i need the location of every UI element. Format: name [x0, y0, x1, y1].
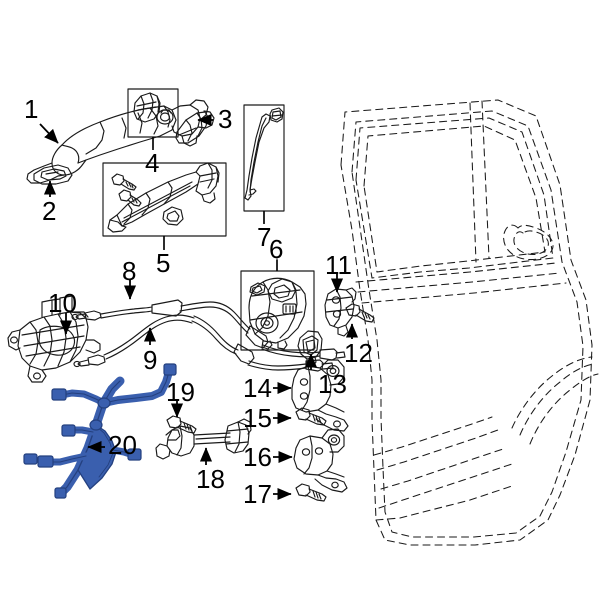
callout-label-19[interactable]: 19	[166, 377, 195, 407]
arrow-1	[39, 123, 59, 144]
callout-label-1[interactable]: 1	[24, 94, 39, 124]
part-lower-hinge-bolt	[295, 483, 327, 502]
callout-label-9[interactable]: 9	[143, 345, 158, 375]
callout-label-6[interactable]: 6	[269, 234, 284, 264]
callout-label-18[interactable]: 18	[196, 464, 225, 494]
callout-label-16[interactable]: 16	[243, 442, 272, 472]
callout-label-5[interactable]: 5	[156, 248, 171, 278]
callout-label-10[interactable]: 10	[48, 288, 77, 318]
part-handle-cap	[33, 164, 73, 185]
callout-label-4[interactable]: 4	[145, 148, 160, 178]
part-upper-hinge-bolt	[295, 407, 327, 426]
callout-label-2[interactable]: 2	[42, 196, 57, 226]
callout-label-12[interactable]: 12	[344, 338, 373, 368]
part-striker-bracket	[324, 287, 357, 337]
callout-label-8[interactable]: 8	[122, 256, 137, 286]
part-upper-door-hinge	[291, 359, 349, 432]
callout-label-14[interactable]: 14	[243, 373, 272, 403]
callout-label-13[interactable]: 13	[318, 369, 347, 399]
part-door-lock-actuator	[248, 277, 307, 350]
callout-label-11[interactable]: 11	[325, 250, 352, 280]
part-lock-rod	[244, 107, 284, 201]
callout-label-20[interactable]: 20	[108, 430, 137, 460]
part-lock-cylinder	[133, 92, 174, 125]
callout-label-17[interactable]: 17	[243, 479, 272, 509]
callout-label-7[interactable]: 7	[257, 222, 272, 252]
callout-label-15[interactable]: 15	[243, 403, 272, 433]
part-lower-door-hinge	[293, 428, 348, 493]
part-handle-base-bracket	[107, 162, 220, 233]
callout-label-3[interactable]: 3	[218, 104, 233, 134]
part-striker-bolt	[345, 303, 375, 323]
